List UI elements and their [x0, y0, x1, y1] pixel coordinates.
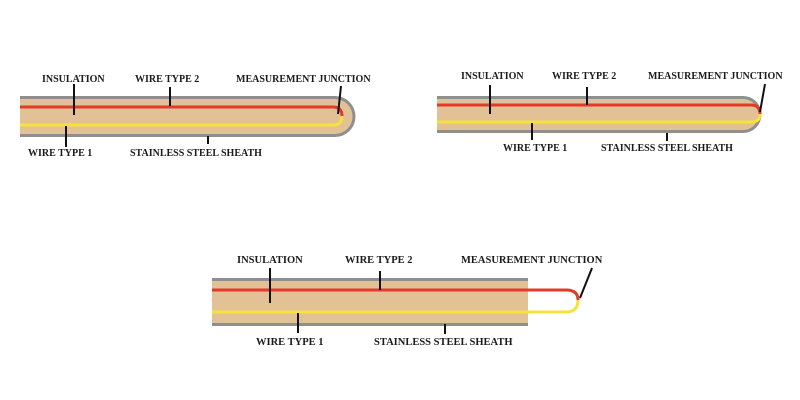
label-wire-type-2: WIRE TYPE 2: [135, 74, 199, 85]
wire-type-2: [437, 103, 762, 115]
label-stainless-steel-sheath: STAINLESS STEEL SHEATH: [130, 148, 262, 159]
label-insulation: INSULATION: [461, 71, 524, 82]
wire-type-2: [212, 288, 580, 301]
label-insulation: INSULATION: [42, 74, 105, 85]
wire-type-1: [437, 113, 762, 124]
label-insulation: INSULATION: [237, 255, 303, 266]
diagram-grounded-junction: INSULATION WIRE TYPE 2 MEASUREMENT JUNCT…: [20, 74, 371, 159]
insulation-fill: [20, 99, 353, 134]
label-measurement-junction: MEASUREMENT JUNCTION: [648, 71, 783, 82]
label-stainless-steel-sheath: STAINLESS STEEL SHEATH: [374, 337, 513, 348]
leader-junction: [337, 85, 342, 115]
wire-type-1: [212, 299, 580, 314]
label-stainless-steel-sheath: STAINLESS STEEL SHEATH: [601, 143, 733, 154]
diagram-ungrounded-junction: INSULATION WIRE TYPE 2 MEASUREMENT JUNCT…: [437, 71, 783, 154]
diagram-exposed-junction: INSULATION WIRE TYPE 2 MEASUREMENT JUNCT…: [212, 255, 603, 348]
label-wire-type-2: WIRE TYPE 2: [552, 71, 616, 82]
label-measurement-junction: MEASUREMENT JUNCTION: [236, 74, 371, 85]
leader-junction: [579, 267, 593, 299]
insulation-fill: [212, 281, 528, 323]
label-wire-type-1: WIRE TYPE 1: [256, 337, 324, 348]
label-measurement-junction: MEASUREMENT JUNCTION: [461, 255, 603, 266]
label-wire-type-1: WIRE TYPE 1: [503, 143, 567, 154]
label-wire-type-1: WIRE TYPE 1: [28, 148, 92, 159]
leader-junction: [759, 83, 766, 113]
wire-type-1: [20, 115, 344, 127]
label-wire-type-2: WIRE TYPE 2: [345, 255, 413, 266]
